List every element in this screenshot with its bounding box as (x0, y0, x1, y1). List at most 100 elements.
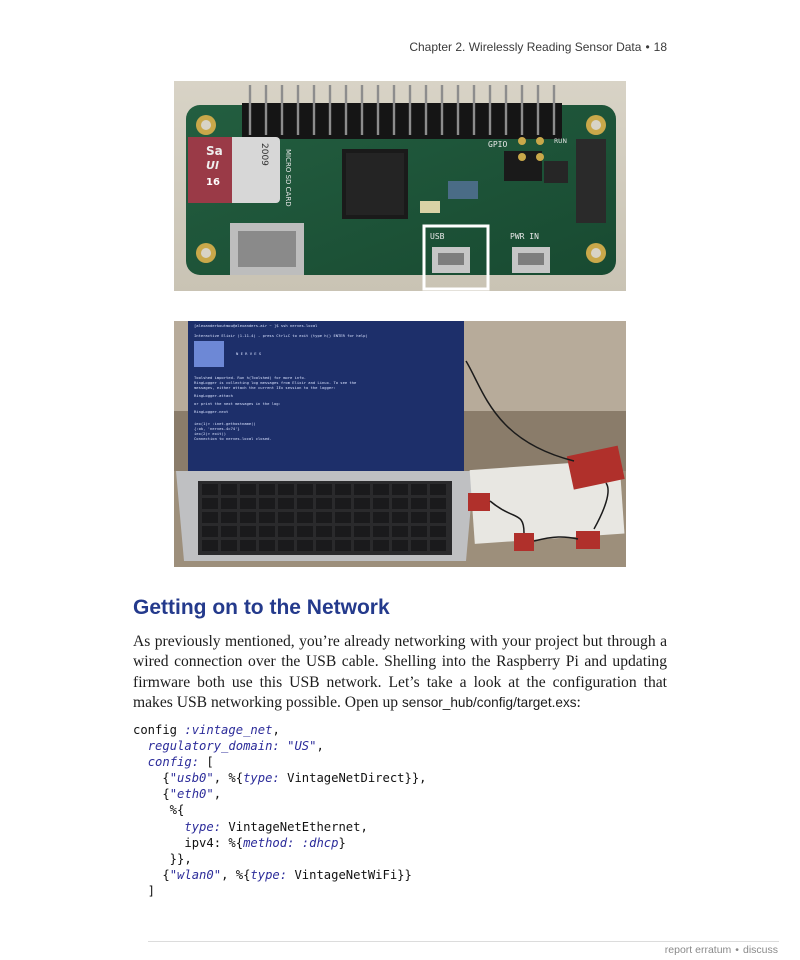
keyboard-key (373, 484, 389, 495)
keyboard-key (297, 540, 313, 551)
gpio-header (242, 103, 562, 139)
code-line: {"eth0", (133, 787, 222, 802)
keyboard-key (259, 484, 275, 495)
keyboard-key (411, 512, 427, 523)
keyboard-key (202, 526, 218, 537)
keyboard-key (430, 526, 446, 537)
sensor-hub-board (566, 445, 625, 490)
keyboard-key (221, 484, 237, 495)
keyboard-key (202, 512, 218, 523)
keyboard-key (316, 484, 332, 495)
body-paragraph: As previously mentioned, you’re already … (133, 632, 667, 714)
keyboard-key (240, 512, 256, 523)
page-number: 18 (653, 40, 667, 54)
terminal-line: RingLogger.attach (194, 393, 233, 398)
keyboard-key (430, 484, 446, 495)
keyboard-key (297, 512, 313, 523)
keyboard-key (202, 498, 218, 509)
terminal-line: Toolshed imported. Run h(Toolshed) for m… (194, 375, 306, 380)
keyboard-key (278, 526, 294, 537)
keyboard-key (392, 512, 408, 523)
svg-text:PWR IN: PWR IN (510, 232, 539, 241)
code-line: config: [ (147, 755, 214, 770)
keyboard-key (259, 512, 275, 523)
keyboard-key (335, 526, 351, 537)
svg-text:2009: 2009 (259, 143, 269, 166)
keyboard-key (316, 498, 332, 509)
code-block: config :vintage_net, regulatory_domain: … (133, 722, 427, 899)
keyboard-key (354, 526, 370, 537)
keyboard-key (430, 540, 446, 551)
keyboard-key (316, 540, 332, 551)
laptop-screen (188, 321, 464, 471)
code-line: ] (133, 883, 156, 898)
terminal-line: or print the next messages in the log: (194, 401, 281, 406)
terminal-line: messages, either attach the current IEx … (194, 385, 336, 390)
keyboard-key (297, 526, 313, 537)
keyboard-key (373, 526, 389, 537)
code-line: config :vintage_net, (133, 723, 280, 737)
svg-text:16: 16 (206, 177, 220, 188)
sensor-board-2 (514, 533, 534, 551)
footer-links: report erratum•discuss (665, 944, 778, 956)
svg-text:RUN: RUN (554, 138, 567, 145)
keyboard-key (335, 484, 351, 495)
terminal-line: RingLogger.next (194, 409, 228, 414)
keyboard-key (354, 498, 370, 509)
code-line: type: VintageNetEthernet, (184, 819, 368, 834)
keyboard-key (240, 498, 256, 509)
keyboard-key (259, 540, 275, 551)
keyboard-key (259, 526, 275, 537)
keyboard-key (335, 540, 351, 551)
code-line: %{ (133, 803, 185, 818)
laptop-terminal-photo: [alexanderkoutmou@alexanders-air ~ ]$ ss… (174, 321, 626, 567)
svg-text:Ul: Ul (206, 159, 219, 172)
discuss-link[interactable]: discuss (742, 944, 778, 956)
keyboard-key (221, 540, 237, 551)
code-line: }}, (133, 851, 192, 866)
running-head: Chapter 2. Wirelessly Reading Sensor Dat… (409, 40, 667, 54)
keyboard-key (392, 526, 408, 537)
chapter-title: Chapter 2. Wirelessly Reading Sensor Dat… (409, 40, 642, 54)
keyboard-key (411, 484, 427, 495)
code-line: ipv4: %{method: :dhcp} (133, 835, 346, 850)
keyboard-key (354, 540, 370, 551)
svg-text:Sa: Sa (206, 144, 223, 158)
keyboard-key (316, 526, 332, 537)
code-line: {"wlan0", %{type: VintageNetWiFi}} (133, 867, 412, 882)
keyboard-key (411, 526, 427, 537)
file-path: sensor_hub/config/target.exs (401, 695, 577, 711)
keyboard-key (354, 512, 370, 523)
keyboard-key (278, 498, 294, 509)
keyboard-key (354, 484, 370, 495)
keyboard-key (278, 484, 294, 495)
keyboard-key (392, 498, 408, 509)
code-line: regulatory_domain: "US", (147, 739, 324, 754)
report-erratum-link[interactable]: report erratum (664, 944, 732, 956)
keyboard-key (430, 512, 446, 523)
raspberry-pi-board-photo: Sa Ul 16 2009 MICRO SD CARD GPIO RUN USB… (174, 81, 626, 291)
keyboard-key (373, 512, 389, 523)
keyboard-key (297, 484, 313, 495)
keyboard-key (335, 512, 351, 523)
paragraph-text: As previously mentioned, you’re already … (133, 633, 667, 712)
keyboard-key (202, 540, 218, 551)
footer-separator: • (735, 944, 739, 956)
keyboard-key (430, 498, 446, 509)
footer-divider (148, 941, 779, 942)
keyboard-key (240, 484, 256, 495)
terminal-line: iex(2)> exit() (194, 431, 226, 436)
section-heading: Getting on to the Network (133, 596, 390, 619)
terminal-line: Interactive Elixir (1.11.4) - press Ctrl… (194, 333, 368, 338)
keyboard-key (221, 512, 237, 523)
svg-text:GPIO: GPIO (488, 140, 507, 149)
keyboard-key (221, 526, 237, 537)
terminal-line: N E R V E S (236, 351, 262, 356)
svg-text:USB: USB (430, 232, 445, 241)
sensor-board-3 (576, 531, 600, 549)
nerves-logo (194, 341, 224, 367)
sensor-board-1 (468, 493, 490, 511)
keyboard-key (297, 498, 313, 509)
keyboard-key (316, 512, 332, 523)
terminal-line: {:ok, 'nerves-4c74'} (194, 426, 240, 431)
